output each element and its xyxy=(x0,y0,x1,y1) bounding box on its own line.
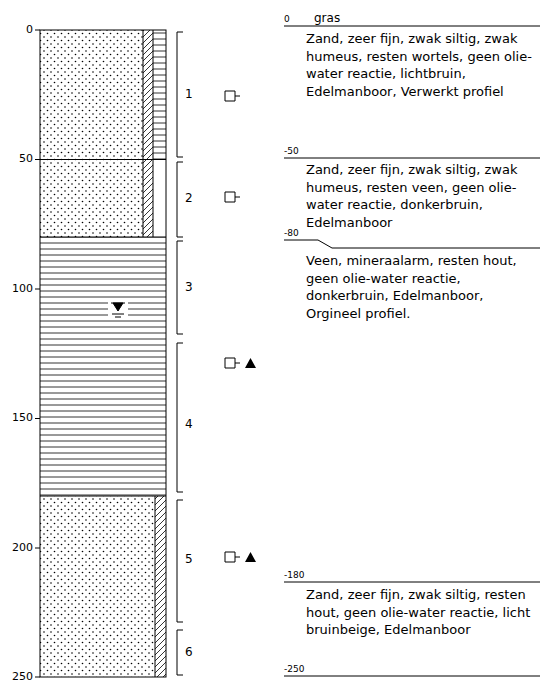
layer-description: Zand, zeer fijn, zwak siltig, zwak humeu… xyxy=(306,30,540,100)
strip-divider xyxy=(143,30,166,677)
axis-value: 50 xyxy=(2,152,33,165)
axis-value: 150 xyxy=(2,411,33,424)
sample-number: 4 xyxy=(185,417,205,431)
sample-square xyxy=(225,91,240,562)
depth-value: -50 xyxy=(284,146,314,157)
sand-layer xyxy=(40,30,143,237)
axis-value: 100 xyxy=(2,282,33,295)
sample-markers xyxy=(225,91,256,562)
column-outline xyxy=(40,30,166,677)
silt-hatch xyxy=(155,496,166,677)
axis-value: 0 xyxy=(2,23,33,36)
layer-description: Veen, mineraalarm, resten hout, geen oli… xyxy=(306,252,540,322)
sample-number: 1 xyxy=(185,87,205,101)
peat-layer xyxy=(40,237,166,496)
sample-number: 3 xyxy=(185,280,205,294)
layer-description: Zand, zeer fijn, zwak siltig, zwak humeu… xyxy=(306,161,540,231)
sand-layer xyxy=(40,496,155,677)
water-level-mark xyxy=(111,303,125,317)
symbol-ground xyxy=(108,300,128,320)
surface-label: gras xyxy=(314,11,394,25)
depth-value: -250 xyxy=(284,664,314,675)
axis-value: 250 xyxy=(2,670,33,682)
soil-column xyxy=(40,30,166,677)
depth-value: 0 xyxy=(284,14,304,25)
humus-hatch xyxy=(153,30,166,160)
depth-value: -80 xyxy=(284,228,314,239)
depth-value: -180 xyxy=(284,570,314,581)
axis-tick xyxy=(35,30,40,677)
analysis-triangle xyxy=(245,358,256,562)
sample-number: 2 xyxy=(185,191,205,205)
silt-hatch xyxy=(143,30,153,237)
sample-bracket xyxy=(177,32,183,675)
sample-number: 6 xyxy=(185,645,205,659)
groundwater-symbol xyxy=(108,300,128,320)
layer-description: Zand, zeer fijn, zwak siltig, resten hou… xyxy=(306,586,540,639)
layer-boundary xyxy=(40,160,166,497)
sample-number: 5 xyxy=(185,552,205,566)
depth-line xyxy=(284,26,540,676)
axis-value: 200 xyxy=(2,541,33,554)
